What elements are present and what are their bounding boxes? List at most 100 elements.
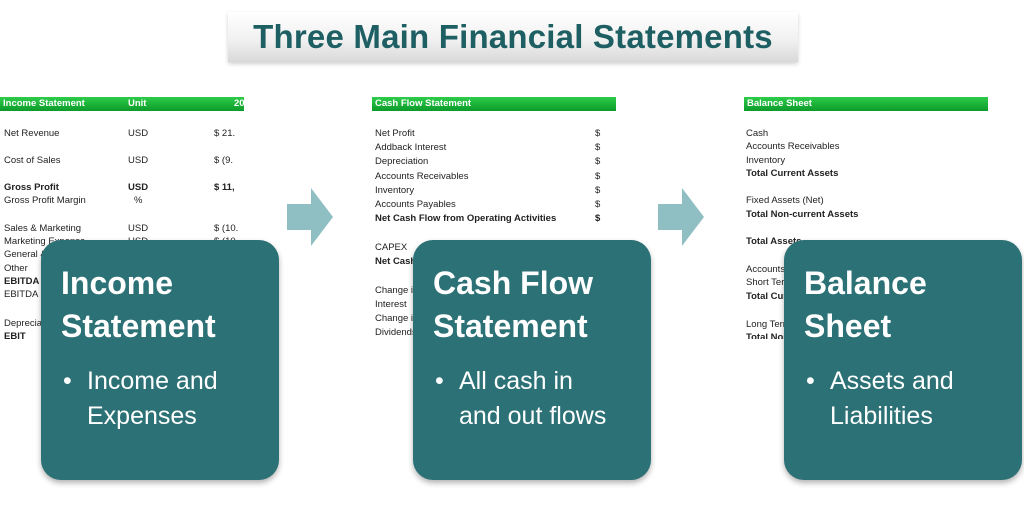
balance-sheet-card: Balance Sheet • Assets and Liabilities <box>784 240 1022 480</box>
sheet-row: Inventory <box>744 155 988 167</box>
card-bullet-line: All cash in <box>459 367 573 395</box>
sheet-cell: Accounts Payables <box>375 199 456 210</box>
sheet-cell: $ <box>595 199 601 210</box>
sheet-cell: Accounts Receivables <box>746 141 840 152</box>
sheet-cell: $ <box>595 156 601 167</box>
card-bullet-line: Expenses <box>87 402 197 430</box>
sheet-cell: $ 21. <box>214 128 236 139</box>
sheet-cell: Net Revenue <box>4 128 60 139</box>
card-bullet-line: Liabilities <box>830 402 933 430</box>
card-title-line: Sheet <box>804 308 892 344</box>
sheet-header-cell: Unit <box>128 98 147 109</box>
sheet-cell: Interest <box>375 299 407 310</box>
sheet-row: Dividends <box>372 327 616 339</box>
cash-flow-statement-card: Cash Flow Statement • All cash in and ou… <box>413 240 651 480</box>
sheet-row: Net Profit $ <box>372 128 616 140</box>
card-title-line: Balance <box>804 265 927 301</box>
bullet-icon: • <box>435 367 444 395</box>
sheet-cell: Dividends <box>375 327 417 338</box>
card-title: Cash Flow Statement <box>433 262 633 348</box>
card-title: Balance Sheet <box>804 262 1004 348</box>
sheet-cell: Depreciation <box>375 156 429 167</box>
sheet-header: Income Statement Unit 20 <box>0 97 244 111</box>
sheet-row: Accounts Payables $ <box>372 199 616 211</box>
card-bullet-line: Income and <box>87 367 218 395</box>
sheet-cell: EBITDA Margin <box>4 289 70 300</box>
bullet-icon: • <box>63 367 72 395</box>
card-bullet: • Assets and Liabilities <box>804 364 1004 434</box>
sheet-row: EBIT <box>0 331 244 339</box>
sheet-cell: USD <box>128 223 149 234</box>
sheet-header-cell: Cash Flow Statement <box>375 98 472 109</box>
title-banner: Three Main Financial Statements <box>228 12 798 62</box>
sheet-header-cell: Income Statement <box>3 98 85 109</box>
sheet-row: Depreciation <box>0 318 244 330</box>
sheet-row: Long Term Debt <box>744 319 988 331</box>
sheet-cell: USD <box>128 128 149 139</box>
sheet-cell: Total Assets <box>746 236 802 247</box>
sheet-cell: CAPEX <box>375 242 408 253</box>
sheet-cell: USD <box>128 155 149 166</box>
sheet-cell: Short Term Debt <box>746 277 815 288</box>
sheet-cell: Addback Interest <box>375 142 447 153</box>
card-bullet-line: Assets and <box>830 367 954 395</box>
card-title: Income Statement <box>61 262 261 348</box>
card-title-line: Statement <box>61 308 216 344</box>
sheet-row: Cash <box>744 128 988 140</box>
sheet-row: Accounts Receivables <box>744 141 988 153</box>
sheet-cell: $ <box>595 171 601 182</box>
sheet-cell: Other <box>4 263 28 274</box>
sheet-cell: $ <box>595 213 601 224</box>
sheet-row: Sales & Marketing USD $ (10. <box>0 223 244 235</box>
card-bullet: • All cash in and out flows <box>433 364 633 434</box>
sheet-cell: Gross Profit Margin <box>4 195 86 206</box>
sheet-cell: General & Admin <box>4 249 76 260</box>
sheet-cell: USD <box>128 182 149 193</box>
sheet-cell: Total Non-current Assets <box>746 209 859 220</box>
card-bullet-line: and out flows <box>459 402 607 430</box>
sheet-row: Fixed Assets (Net) <box>744 195 988 207</box>
sheet-cell: Net Profit <box>375 128 415 139</box>
sheet-cell: Depreciation <box>4 318 58 329</box>
sheet-cell: Marketing Expense <box>4 236 86 247</box>
sheet-cell: Gross Profit <box>4 182 59 193</box>
sheet-row: Total Non-current Assets <box>744 209 988 221</box>
page-title: Three Main Financial Statements <box>253 18 773 55</box>
sheet-cell: EBIT <box>4 331 26 339</box>
sheet-cell: Inventory <box>746 155 786 166</box>
sheet-cell: $ (9. <box>214 155 234 166</box>
bullet-icon: • <box>806 367 815 395</box>
sheet-row: Short Term Debt <box>744 277 988 289</box>
sheet-row: Accounts Receivables$ <box>372 171 616 183</box>
sheet-cell: Long Term Debt <box>746 319 814 330</box>
card-title-line: Statement <box>433 308 588 344</box>
sheet-cell: % <box>134 195 143 206</box>
sheet-cell: $ <box>595 128 601 139</box>
sheet-row: Net Revenue USD $ 21. <box>0 128 244 140</box>
sheet-cell: EBITDA <box>4 276 40 287</box>
sheet-row: Net Cash Flow from Operating Activities $ <box>372 213 616 225</box>
sheet-cell: Cost of Sales <box>4 155 61 166</box>
sheet-header: Balance Sheet <box>744 97 988 111</box>
sheet-cell: $ 11, <box>214 182 235 193</box>
sheet-cell: Total Current Assets <box>746 168 839 179</box>
sheet-row: Gross Profit USD $ 11, <box>0 182 244 194</box>
sheet-row: Depreciation $ <box>372 156 616 168</box>
sheet-row: Gross Profit Margin% <box>0 195 244 207</box>
sheet-cell: Net Cash Flow from Operating Activities <box>375 213 557 224</box>
sheet-header-cell: 20 <box>234 98 244 109</box>
income-statement-card: Income Statement • Income and Expenses <box>41 240 279 480</box>
sheet-cell: Sales & Marketing <box>4 223 82 234</box>
sheet-cell: $ (10. <box>214 223 239 234</box>
sheet-cell: Inventory <box>375 185 415 196</box>
card-bullet: • Income and Expenses <box>61 364 261 434</box>
sheet-cell: $ <box>595 142 601 153</box>
card-title-line: Cash Flow <box>433 265 594 301</box>
sheet-header-cell: Balance Sheet <box>747 98 812 109</box>
arrow-right-icon <box>658 188 704 246</box>
sheet-cell: Cash <box>746 128 769 139</box>
sheet-cell: Fixed Assets (Net) <box>746 195 824 206</box>
card-title-line: Income <box>61 265 174 301</box>
arrow-right-icon <box>287 188 333 246</box>
sheet-cell: $ <box>595 185 601 196</box>
